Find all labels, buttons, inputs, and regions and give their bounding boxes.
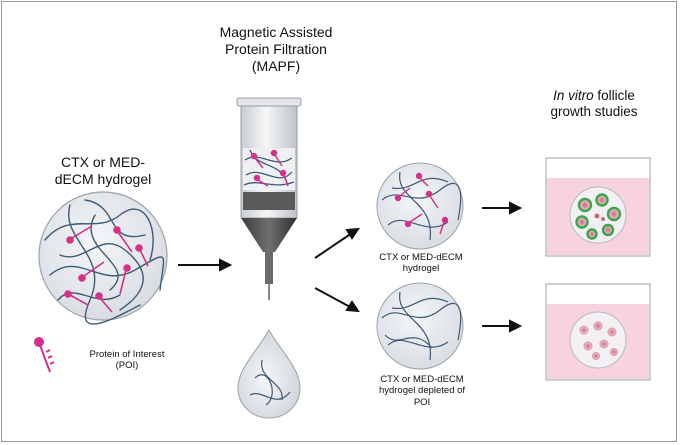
mapf-title: Magnetic Assisted Protein Filtration (MA… [186,24,366,74]
output-bottom-label: CTX or MED-dECM hydrogel depleted of POI [364,374,480,408]
arrow-to-filter [178,258,233,272]
output-bottom-line2: hydrogel depleted of [378,385,466,397]
arrow-to-bottom-output [314,287,360,313]
arrow-to-top-dish [482,201,523,215]
output-hydrogel-bottom [376,282,464,370]
arrow-to-top-output [314,227,360,259]
output-bottom-line3: POI [413,396,431,408]
poi-legend-icon [34,337,55,373]
poi-label-line2: (POI) [115,360,139,372]
study-label-line2: growth studies [550,104,638,120]
mapf-title-line2: Protein Filtration [225,40,327,57]
input-hydrogel-label: CTX or MED- dECM hydrogel [28,154,178,188]
output-top-label: CTX or MED-dECM hydrogel [366,252,476,275]
poi-label-line1: Protein of Interest [89,349,165,360]
filtrate-drop [237,328,301,419]
study-label-rest: follicle [593,88,635,103]
input-label-line2: dECM hydrogel [54,170,152,187]
study-label-line1: In vitro follicle [528,88,660,104]
output-top-line2: hydrogel [402,263,440,275]
culture-well-top [545,157,651,257]
mapf-title-line1: Magnetic Assisted [219,24,333,40]
output-top-line1: CTX or MED-dECM [379,252,463,263]
culture-well-bottom [545,283,651,381]
mapf-title-line3: (MAPF) [251,57,301,74]
output-hydrogel-top [376,162,464,250]
study-label: In vitro follicle growth studies [528,88,660,120]
input-hydrogel-sphere [38,191,168,325]
study-label-italic: In vitro [553,88,594,103]
poi-label: Protein of Interest (POI) [72,349,182,372]
input-label-line1: CTX or MED- [61,154,145,170]
mapf-syringe [236,97,302,300]
arrow-to-bottom-dish [482,319,523,333]
output-bottom-line1: CTX or MED-dECM [380,374,464,385]
